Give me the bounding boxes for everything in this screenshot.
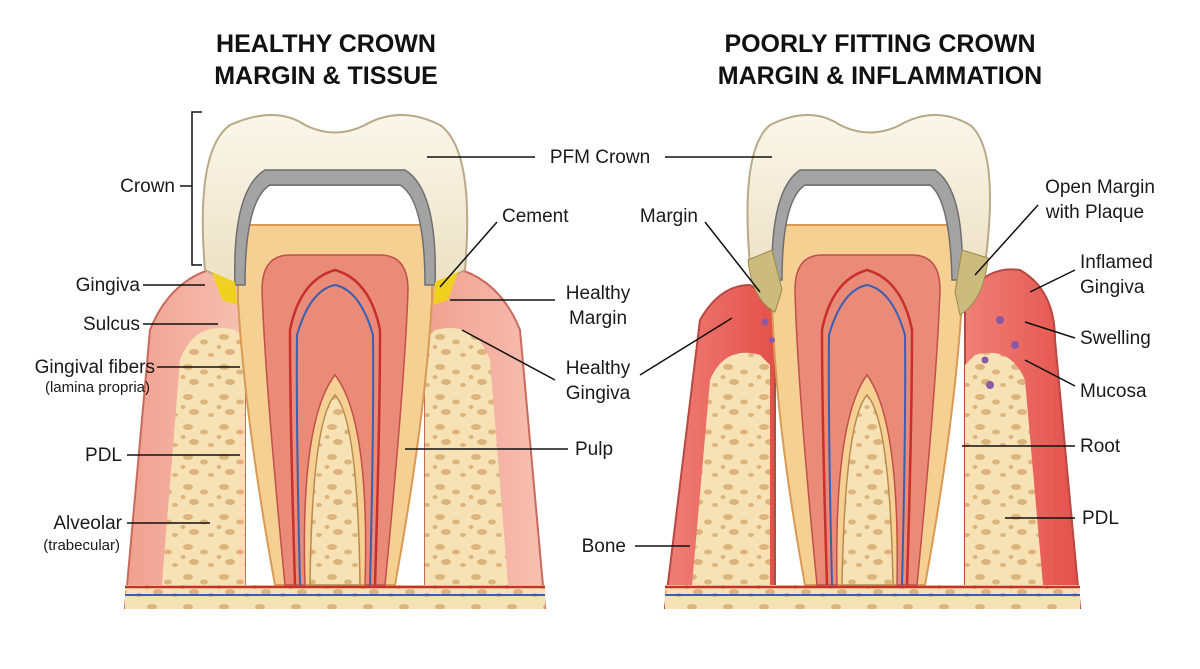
label-gingival-fibers-sub: (lamina propria) [45, 379, 150, 396]
right-tooth-illustration [663, 114, 1082, 609]
leader-margin [704, 221, 761, 293]
label-gingiva: Gingiva [76, 275, 141, 296]
left-cement-right [433, 272, 458, 305]
label-healthy-gingiva-1: Healthy [566, 358, 631, 379]
label-inflamed-2: Gingiva [1080, 277, 1145, 298]
label-alveolar: Alveolar [53, 513, 122, 534]
inflammatory-cell [769, 337, 775, 343]
left-vein [295, 283, 375, 586]
left-alveolar-bone-right [425, 328, 510, 608]
inflammatory-cell [761, 318, 769, 326]
label-sulcus: Sulcus [83, 314, 140, 335]
right-bone-base [665, 585, 1080, 609]
left-artery [288, 268, 382, 586]
label-crown: Crown [120, 176, 175, 197]
right-alveolar-bone-right [965, 352, 1045, 608]
left-title-line1: HEALTHY CROWN [216, 30, 436, 58]
label-open-margin-1: Open Margin [1045, 177, 1155, 198]
right-title-line1: POORLY FITTING CROWN [724, 30, 1035, 58]
leader-mucosa [1024, 359, 1076, 387]
left-cement [212, 272, 237, 305]
label-mucosa: Mucosa [1080, 381, 1147, 402]
leader-healthy-gingiva [461, 329, 556, 381]
right-interradicular-bone [841, 393, 894, 586]
label-pdl-right: PDL [1082, 508, 1119, 529]
label-healthy-gingiva-2: Gingiva [566, 383, 631, 404]
label-pfm-crown: PFM Crown [550, 147, 650, 168]
label-gingival-fibers: Gingival fibers [35, 357, 155, 378]
right-artery [820, 268, 914, 586]
left-bone-base [125, 585, 545, 609]
label-pulp: Pulp [575, 439, 613, 460]
label-pdl-left: PDL [85, 445, 122, 466]
crown-bracket [180, 111, 202, 266]
right-vein [827, 283, 907, 586]
right-plaque-left [747, 249, 783, 313]
left-alveolar-bone [160, 328, 245, 608]
label-swelling: Swelling [1080, 328, 1151, 349]
left-tooth-illustration [123, 114, 547, 609]
right-title-line2: MARGIN & INFLAMMATION [718, 62, 1043, 90]
label-healthy-margin-1: Healthy [566, 283, 631, 304]
inflammatory-cell [1011, 341, 1019, 349]
left-title-line2: MARGIN & TISSUE [214, 62, 438, 90]
inflammatory-cell [981, 356, 989, 364]
leader-healthy-gingiva-right [639, 317, 733, 376]
label-root: Root [1080, 436, 1121, 457]
leader-inflamed-gingiva [1029, 269, 1076, 293]
inflammatory-cell [996, 316, 1004, 324]
label-bone: Bone [582, 536, 626, 557]
label-margin: Margin [640, 206, 698, 227]
label-healthy-margin-2: Margin [569, 308, 627, 329]
leader-open-margin [974, 204, 1039, 276]
inflammatory-cell [986, 381, 994, 389]
label-open-margin-2: with Plaque [1045, 202, 1144, 223]
leader-swelling [1024, 321, 1076, 339]
right-alveolar-bone [690, 352, 770, 608]
label-inflamed-1: Inflamed [1080, 252, 1153, 273]
label-alveolar-sub: (trabecular) [43, 537, 120, 554]
left-interradicular-bone [309, 393, 361, 586]
right-plaque-right [954, 249, 989, 316]
leader-cement [439, 221, 498, 288]
label-cement: Cement [502, 206, 569, 227]
